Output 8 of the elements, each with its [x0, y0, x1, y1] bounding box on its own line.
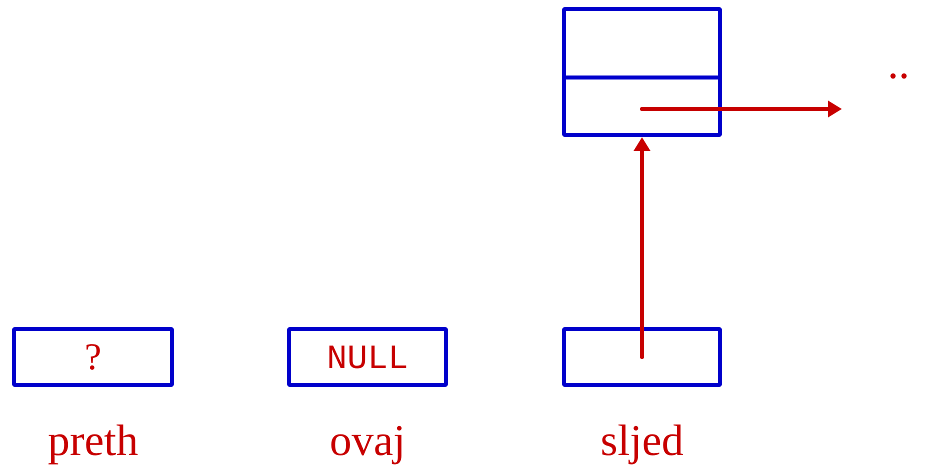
ellipsis: ..: [890, 73, 907, 79]
pointer-box: NULL: [287, 327, 448, 387]
pointer-box: ?: [12, 327, 174, 387]
list-node-box: [562, 7, 722, 137]
pointer-box: [562, 327, 722, 387]
variable-name: sljed: [602, 424, 684, 464]
variable-name: ovaj: [331, 426, 402, 464]
variable-name: preth: [48, 424, 138, 464]
